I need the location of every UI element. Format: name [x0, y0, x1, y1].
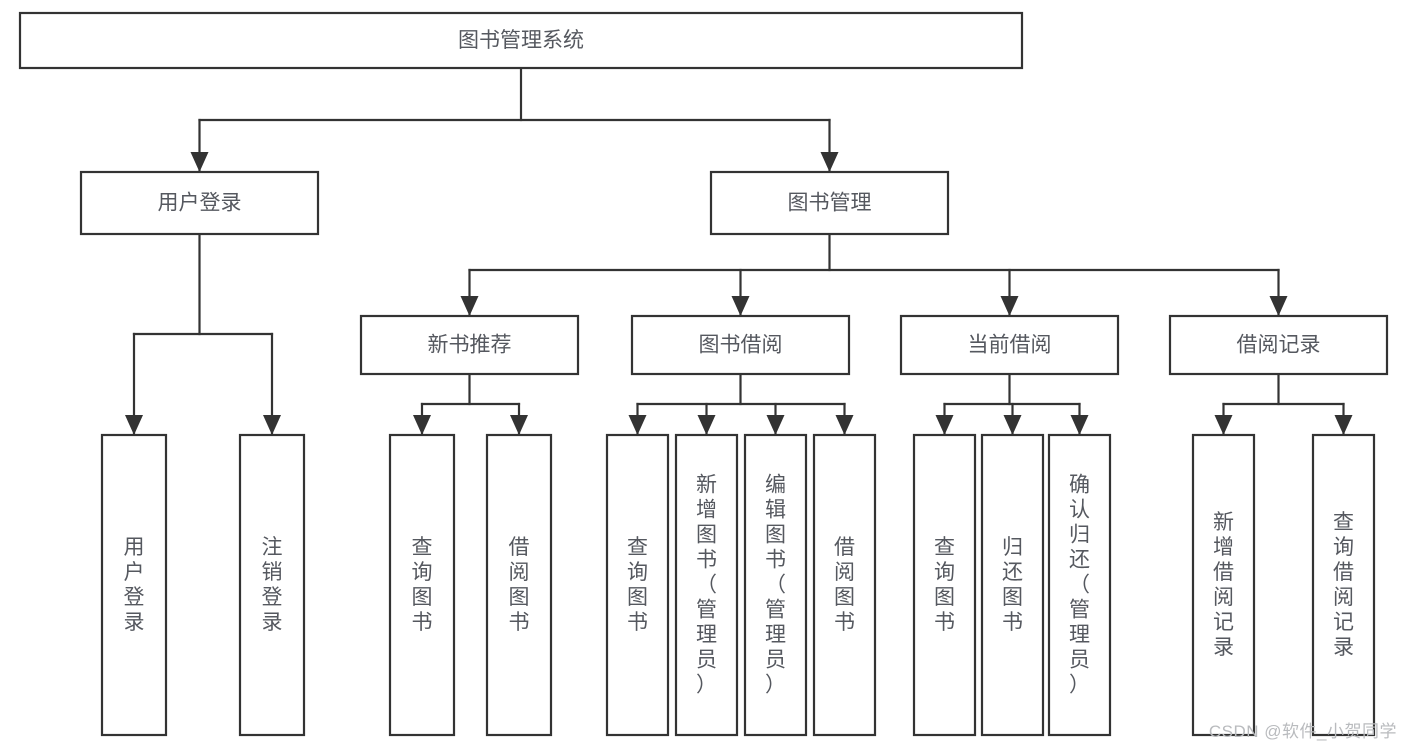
node-layer: 图书管理系统用户登录图书管理新书推荐图书借阅当前借阅借阅记录用户登录注销登录查询… [18, 11, 1389, 737]
node-leaf-borrow-book-1[interactable]: 借阅图书 [485, 433, 553, 737]
arrow-head-icon [1003, 415, 1022, 435]
node-label: 图书借阅 [699, 334, 783, 357]
arrow-head-icon [510, 415, 528, 435]
node-box [899, 314, 1120, 376]
node-user-login[interactable]: 用户登录 [79, 170, 320, 236]
node-box [79, 170, 320, 236]
node-box [1191, 433, 1256, 737]
edge-group-borrow-record [1214, 372, 1353, 437]
node-box [812, 433, 877, 737]
connector-layer [125, 66, 1353, 437]
node-box [18, 11, 1024, 70]
arrow-head-icon [935, 415, 954, 435]
node-box [485, 433, 553, 737]
node-leaf-query-book-1[interactable]: 查询图书 [388, 433, 456, 737]
edge-group-root [190, 66, 839, 174]
node-box [912, 433, 977, 737]
node-box [630, 314, 851, 376]
node-label: 查询借阅记录 [1333, 511, 1354, 659]
node-box [1311, 433, 1376, 737]
arrow-head-icon [1214, 415, 1233, 435]
node-leaf-logout[interactable]: 注销登录 [238, 433, 306, 737]
node-box [359, 314, 580, 376]
node-label: 借阅记录 [1237, 334, 1321, 357]
node-label: 借阅图书 [509, 536, 530, 634]
node-new-book-recommend[interactable]: 新书推荐 [359, 314, 580, 376]
node-box [674, 433, 739, 737]
node-leaf-query-book-2[interactable]: 查询图书 [605, 433, 670, 737]
arrow-head-icon [1334, 415, 1353, 435]
edge-group-book-borrow [628, 372, 854, 437]
arrow-head-icon [1269, 296, 1288, 316]
node-box [100, 433, 168, 737]
node-leaf-borrow-book-2[interactable]: 借阅图书 [812, 433, 877, 737]
arrow-head-icon [1000, 296, 1019, 316]
edge-group-book-manage [460, 232, 1288, 318]
arrow-head-icon [697, 415, 716, 435]
node-label: 用户登录 [158, 192, 242, 215]
arrow-head-icon [263, 415, 281, 435]
node-box [605, 433, 670, 737]
node-leaf-confirm-return[interactable]: 确认归还（管理员） [1047, 433, 1112, 737]
node-book-manage[interactable]: 图书管理 [709, 170, 950, 236]
node-label: 借阅图书 [834, 536, 855, 634]
node-label: 归还图书 [1002, 536, 1023, 634]
node-label: 当前借阅 [968, 334, 1052, 357]
node-leaf-add-record[interactable]: 新增借阅记录 [1191, 433, 1256, 737]
node-box [1168, 314, 1389, 376]
node-leaf-query-record[interactable]: 查询借阅记录 [1311, 433, 1376, 737]
node-box [1047, 433, 1112, 737]
node-label: 新书推荐 [428, 334, 512, 357]
node-leaf-edit-book[interactable]: 编辑图书（管理员） [743, 433, 808, 737]
node-leaf-return-book[interactable]: 归还图书 [980, 433, 1045, 737]
node-box [388, 433, 456, 737]
node-box [980, 433, 1045, 737]
arrow-head-icon [413, 415, 431, 435]
edge-group-new-book-recommend [413, 372, 528, 437]
edge-group-current-borrow [935, 372, 1089, 437]
node-root[interactable]: 图书管理系统 [18, 11, 1024, 70]
node-label: 查询图书 [627, 536, 648, 634]
node-label: 图书管理系统 [458, 29, 584, 52]
arrow-head-icon [835, 415, 854, 435]
node-leaf-query-book-3[interactable]: 查询图书 [912, 433, 977, 737]
node-leaf-user-login[interactable]: 用户登录 [100, 433, 168, 737]
arrow-head-icon [628, 415, 647, 435]
node-box [238, 433, 306, 737]
node-label: 编辑图书（管理员） [765, 474, 786, 697]
arrow-head-icon [766, 415, 785, 435]
node-label: 注销登录 [262, 536, 283, 634]
arrow-head-icon [460, 296, 479, 316]
node-book-borrow[interactable]: 图书借阅 [630, 314, 851, 376]
node-leaf-add-book[interactable]: 新增图书（管理员） [674, 433, 739, 737]
node-label: 图书管理 [788, 192, 872, 215]
node-box [743, 433, 808, 737]
node-label: 查询图书 [934, 536, 955, 634]
arrow-head-icon [731, 296, 750, 316]
node-label: 新增借阅记录 [1213, 511, 1234, 659]
node-borrow-record[interactable]: 借阅记录 [1168, 314, 1389, 376]
arrow-head-icon [1070, 415, 1089, 435]
edge-group-user-login [125, 232, 281, 437]
node-label: 确认归还（管理员） [1069, 474, 1090, 697]
arrow-head-icon [190, 152, 209, 172]
arrow-head-icon [820, 152, 839, 172]
node-box [709, 170, 950, 236]
node-label: 用户登录 [124, 536, 145, 634]
arrow-head-icon [125, 415, 143, 435]
node-label: 查询图书 [412, 536, 433, 634]
node-current-borrow[interactable]: 当前借阅 [899, 314, 1120, 376]
node-label: 新增图书（管理员） [696, 474, 717, 697]
